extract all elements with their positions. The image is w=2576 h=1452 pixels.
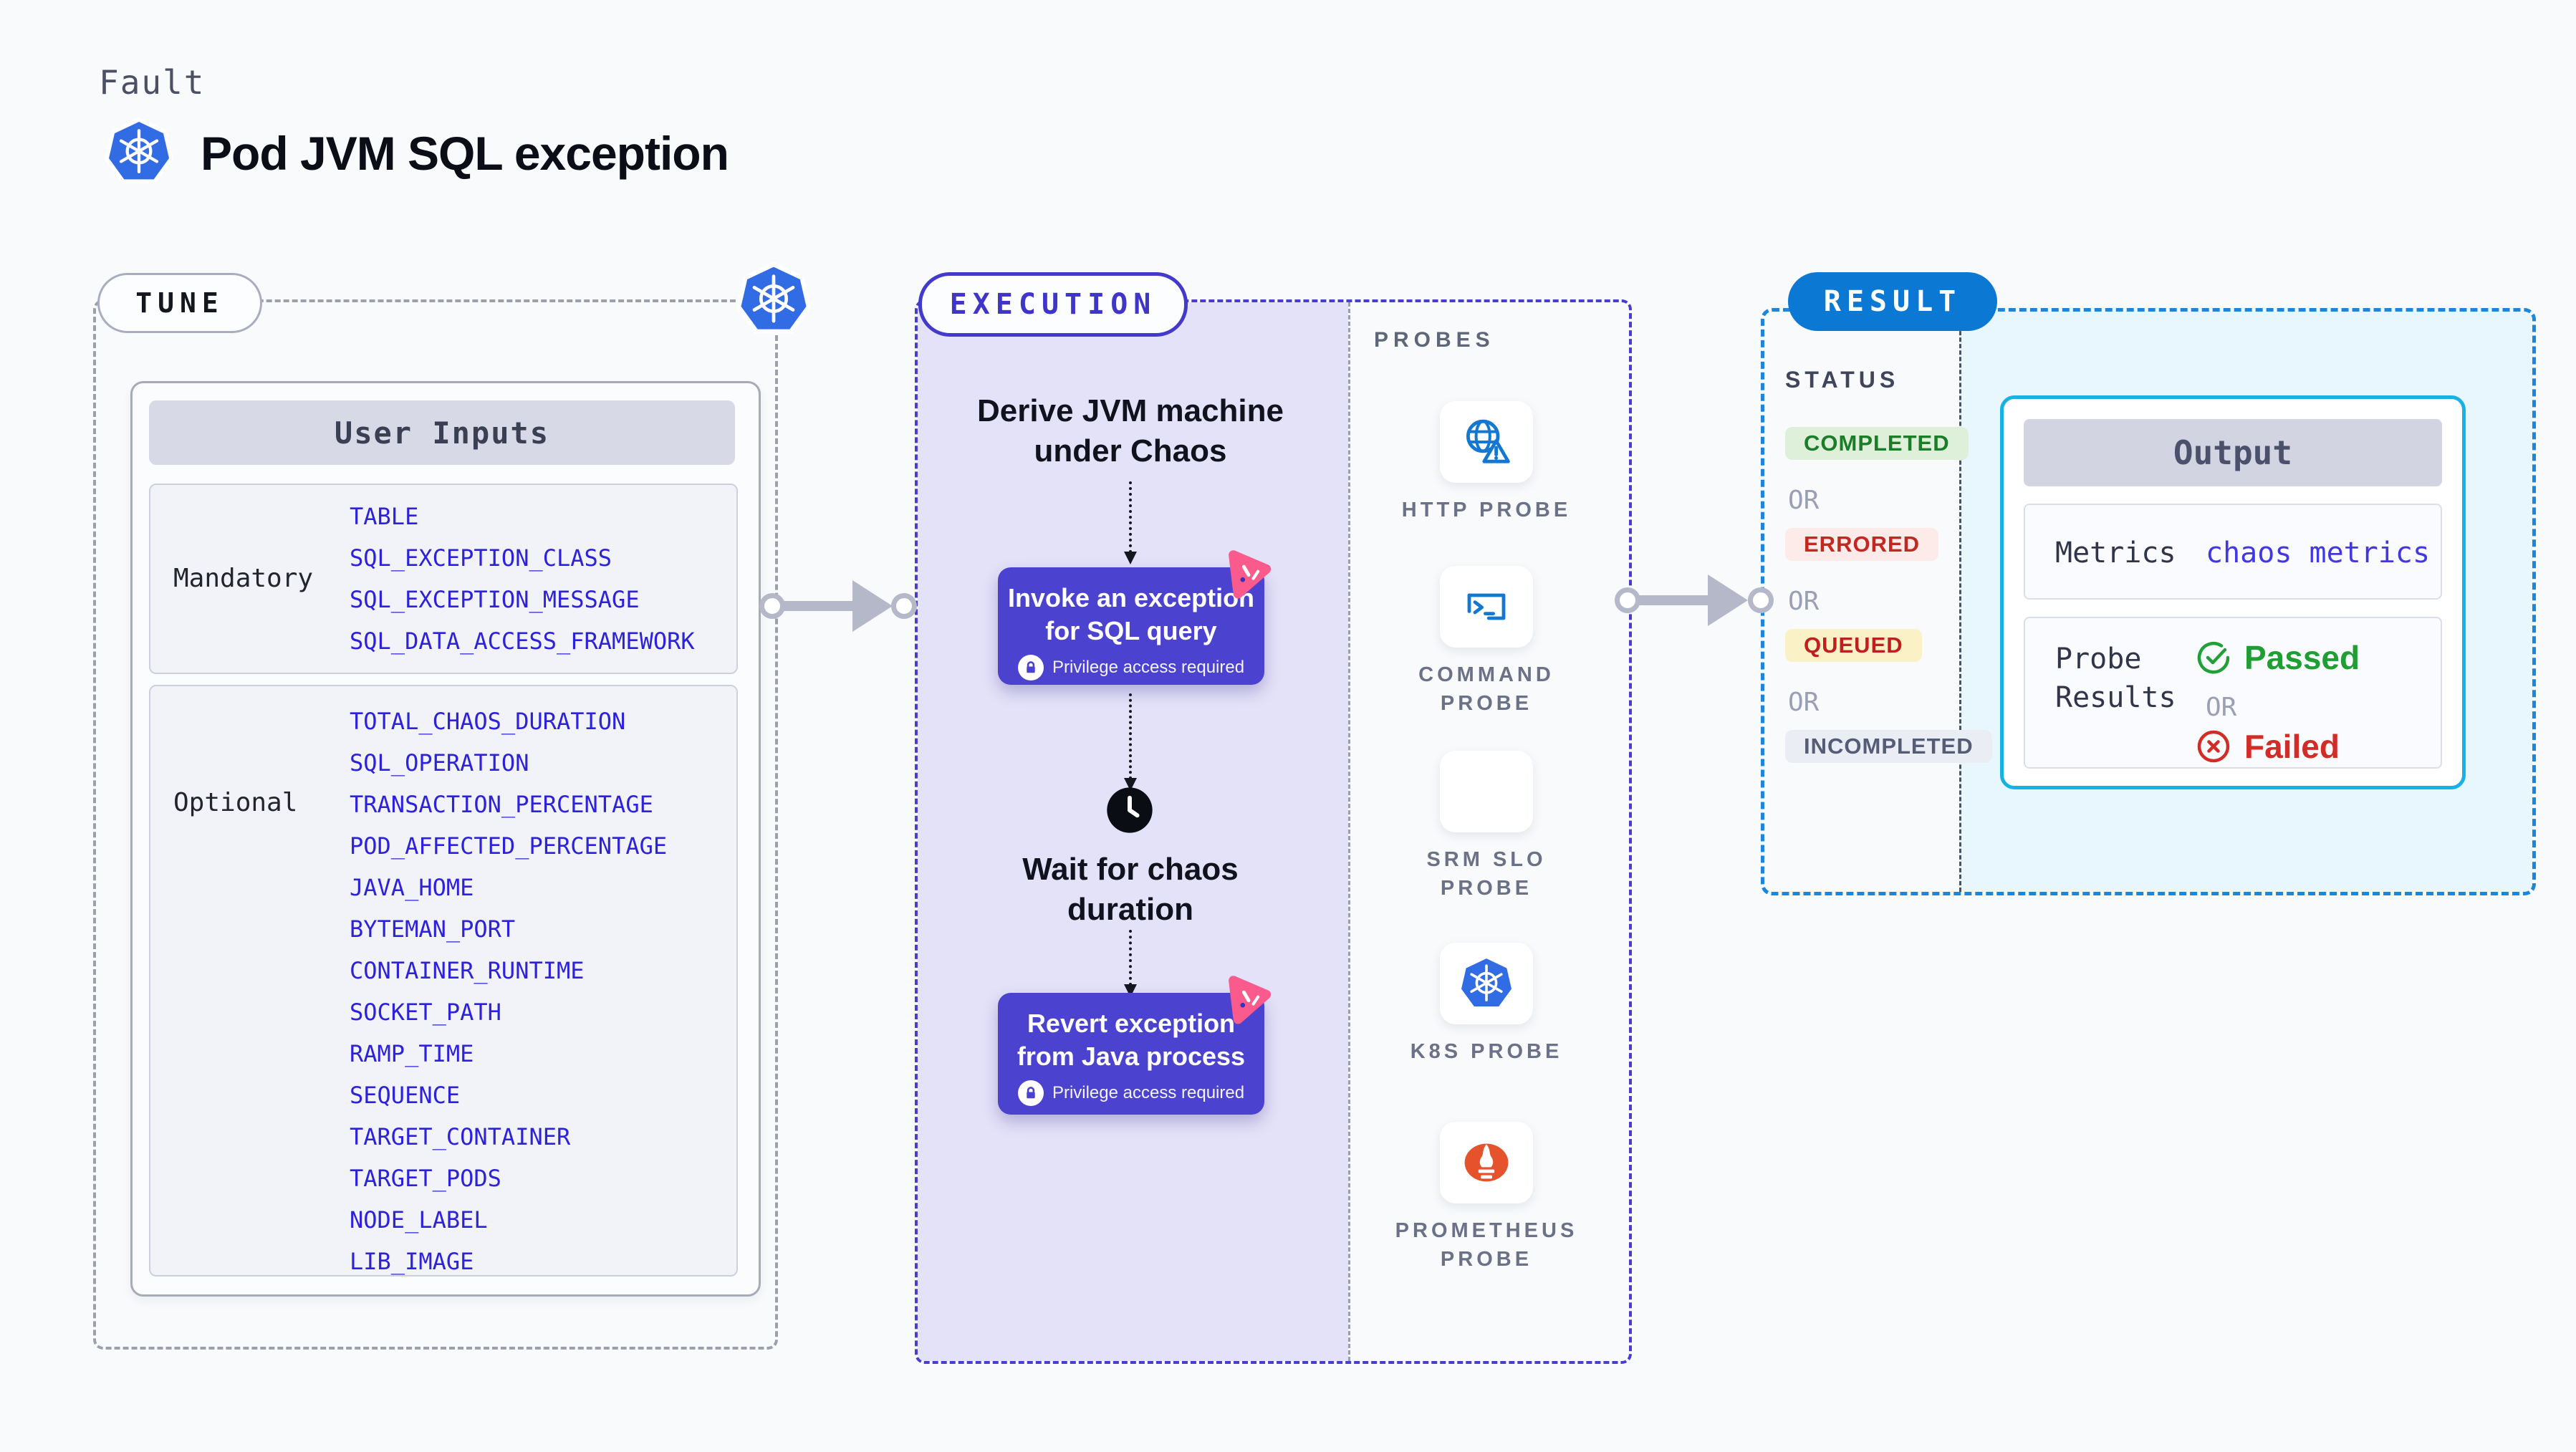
probe-card-command [1440, 566, 1533, 648]
probe-label-k8s: K8S PROBE [1410, 1040, 1563, 1063]
flow-arrow-icon [1124, 930, 1137, 997]
param-item: SQL_DATA_ACCESS_FRAMEWORK [350, 628, 695, 655]
mandatory-param-list: TABLE SQL_EXCEPTION_CLASS SQL_EXCEPTION_… [350, 496, 695, 662]
param-item: LIB_IMAGE [350, 1248, 474, 1275]
optional-param-list: TOTAL_CHAOS_DURATION SQL_OPERATION TRANS… [350, 701, 667, 1282]
connector-endpoint [1748, 587, 1774, 613]
optional-label: Optional [173, 788, 298, 817]
failed-verdict: Failed [2196, 727, 2340, 766]
k8s-probe-icon [1458, 955, 1515, 1012]
command-probe-icon [1467, 593, 1506, 620]
metrics-row: Metrics chaos metrics [2024, 504, 2442, 600]
connector-arrow [781, 601, 860, 611]
result-badge: RESULT [1788, 272, 1997, 331]
probe-label-command: COMMAND PROBE [1418, 663, 1554, 715]
check-circle-icon [2197, 641, 2230, 674]
probe-card-prometheus [1440, 1122, 1533, 1203]
page-title: Pod JVM SQL exception [201, 127, 729, 180]
privilege-note: Privilege access required [1052, 1083, 1245, 1102]
param-item: SQL_EXCEPTION_CLASS [350, 544, 612, 572]
probe-card-srm-slo [1440, 751, 1533, 832]
lock-icon [1017, 655, 1044, 681]
user-inputs-header: User Inputs [149, 400, 735, 465]
connector-arrow [1636, 595, 1712, 605]
tune-badge: TUNE [97, 273, 262, 333]
invoke-exception-label: Invoke an exception for SQL query [1007, 583, 1255, 645]
param-item: TABLE [350, 503, 419, 530]
param-item: TOTAL_CHAOS_DURATION [350, 708, 626, 735]
mandatory-label: Mandatory [173, 564, 314, 593]
privilege-note: Privilege access required [1052, 658, 1245, 677]
connector-arrowhead-icon [1708, 574, 1748, 626]
mandatory-section: Mandatory TABLE SQL_EXCEPTION_CLASS SQL_… [149, 484, 738, 674]
param-item: TRANSACTION_PERCENTAGE [350, 791, 653, 818]
status-badge-errored: ERRORED [1785, 528, 1939, 561]
kubernetes-icon [105, 117, 173, 186]
prometheus-probe-icon [1464, 1143, 1509, 1182]
probe-label-http: HTTP PROBE [1401, 499, 1572, 521]
revert-exception-label: Revert exception from Java process [1017, 1009, 1246, 1071]
metrics-label: Metrics [2055, 537, 2176, 569]
output-card: Output Metrics chaos metrics Probe Resul… [2000, 395, 2466, 789]
or-label: OR [1788, 688, 1820, 717]
connector-endpoint [891, 593, 917, 619]
clock-icon [1106, 787, 1153, 834]
probe-results-label: Probe Results [2055, 643, 2176, 714]
flow-arrow-icon [1124, 693, 1137, 791]
http-probe-icon [1466, 419, 1510, 463]
tune-panel [93, 299, 778, 1350]
param-item: POD_AFFECTED_PERCENTAGE [350, 832, 668, 860]
param-item: NODE_LABEL [350, 1206, 488, 1234]
probe-label-srm-slo: SRM SLO PROBE [1426, 848, 1547, 900]
connector-endpoint [1615, 587, 1640, 613]
status-badge-incompleted: INCOMPLETED [1785, 730, 1992, 763]
status-badge-completed: COMPLETED [1785, 427, 1969, 460]
param-item: BYTEMAN_PORT [350, 915, 516, 943]
param-item: RAMP_TIME [350, 1040, 474, 1067]
passed-verdict: Passed [2196, 638, 2360, 677]
probe-card-k8s [1440, 943, 1533, 1024]
passed-label: Passed [2244, 639, 2360, 676]
fault-eyebrow: Fault [99, 63, 206, 102]
param-item: SQL_OPERATION [350, 749, 529, 777]
param-item: TARGET_CONTAINER [350, 1123, 571, 1150]
probe-label-prometheus: PROMETHEUS PROBE [1395, 1219, 1578, 1271]
lock-icon [1017, 1080, 1044, 1106]
flow-arrow-icon [1124, 481, 1137, 564]
metrics-value: chaos metrics [2206, 537, 2431, 569]
or-label: OR [1788, 486, 1820, 515]
or-label: OR [1788, 587, 1820, 616]
param-item: SEQUENCE [350, 1082, 461, 1109]
failed-label: Failed [2244, 728, 2340, 765]
probe-card-http [1440, 401, 1533, 483]
param-item: SOCKET_PATH [350, 999, 501, 1026]
connector-arrowhead-icon [852, 580, 893, 632]
status-badge-queued: QUEUED [1785, 629, 1922, 662]
optional-section: Optional TOTAL_CHAOS_DURATION SQL_OPERAT… [149, 685, 738, 1276]
chaos-icon [1219, 544, 1278, 603]
x-circle-icon [2197, 730, 2230, 763]
output-header: Output [2024, 419, 2442, 486]
or-label: OR [2206, 693, 2237, 722]
probes-title: PROBES [1374, 328, 1495, 352]
param-item: CONTAINER_RUNTIME [350, 957, 585, 984]
revert-exception-node: Revert exception from Java process Privi… [998, 993, 1264, 1115]
probe-results-row: Probe Results Passed OR Failed [2024, 617, 2442, 769]
status-title: STATUS [1785, 367, 1900, 393]
chaos-icon [1219, 970, 1278, 1029]
srm-slo-probe-icon [1466, 769, 1507, 812]
param-item: TARGET_PODS [350, 1165, 501, 1192]
probes-panel-divider [1348, 302, 1350, 1361]
param-item: SQL_EXCEPTION_MESSAGE [350, 586, 640, 613]
user-inputs-card: User Inputs Mandatory TABLE SQL_EXCEPTIO… [130, 381, 761, 1297]
kubernetes-icon [736, 262, 811, 337]
step-derive-label: Derive JVM machine under Chaos [977, 393, 1284, 468]
param-item: JAVA_HOME [350, 874, 474, 901]
execution-badge: EXECUTION [918, 272, 1188, 337]
invoke-exception-node: Invoke an exception for SQL query Privil… [998, 567, 1264, 685]
connector-endpoint [759, 593, 785, 619]
step-wait-label: Wait for chaos duration [1022, 852, 1239, 927]
